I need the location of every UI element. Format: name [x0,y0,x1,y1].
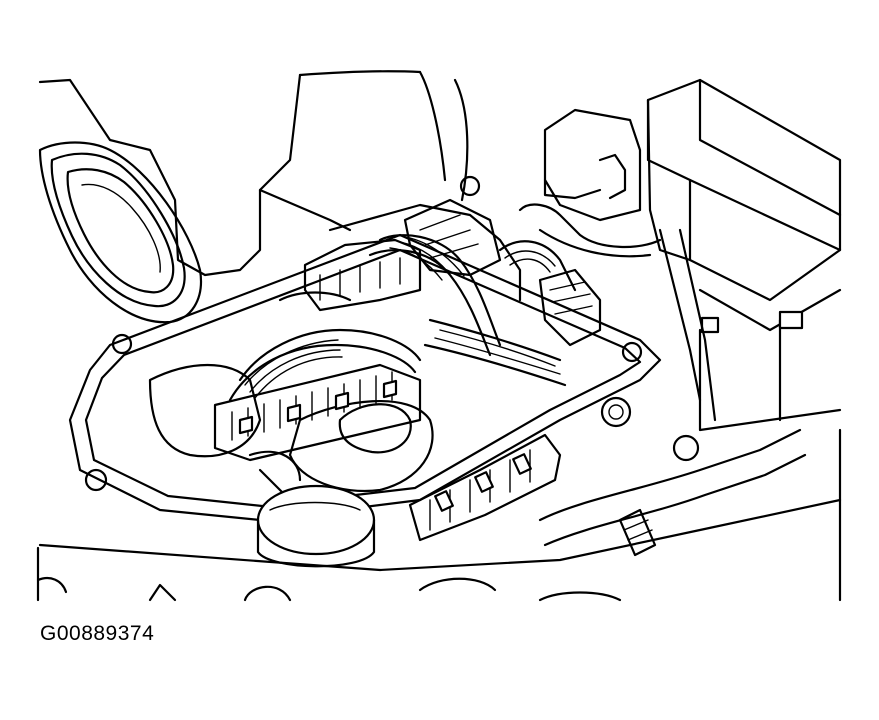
intake-duct [38,70,469,324]
figure-code: G00889374 [40,622,155,645]
lower-block [36,498,842,602]
fuse-box [646,78,842,432]
right-hose [538,428,807,557]
rear-connector [518,108,717,422]
inner-intake [148,364,434,502]
connector-front-right [408,433,562,542]
oil-filler-cap [256,484,376,568]
line-art [36,70,842,602]
connector-cluster-top [303,198,502,312]
connector-row-left [213,363,422,462]
wiring-harness [228,203,602,402]
